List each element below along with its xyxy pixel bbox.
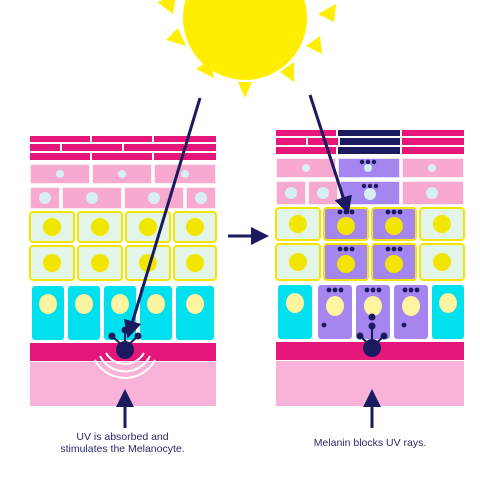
caption-after-line: Melanin blocks UV rays. (313, 437, 427, 449)
caption-before-line1: UV is absorbed and (76, 431, 169, 443)
granular-layer (29, 163, 217, 210)
caption-after: Melanin blocks UV rays. (270, 437, 470, 449)
caption-before: UV is absorbed and stimulates the Melano… (20, 431, 225, 455)
stratum-corneum-layer (276, 130, 464, 154)
granular-layer (275, 157, 465, 206)
spinous-layer (29, 211, 217, 281)
basal-layer (278, 285, 464, 339)
spinous-layer (275, 207, 465, 281)
stratum-corneum-layer (30, 136, 216, 160)
uv-ray-arrow-icon (123, 97, 202, 339)
sun-icon (157, 0, 336, 98)
uv-ray-arrow-icon (308, 94, 352, 215)
melanocyte-icon (356, 313, 388, 357)
dermis-layer (276, 361, 464, 406)
basal-layer (32, 286, 214, 340)
dermis-layer (30, 362, 216, 406)
skin-panel-after (275, 94, 465, 428)
caption-before-line2: stimulates the Melanocyte. (60, 443, 185, 455)
skin-panel-before (29, 97, 217, 428)
